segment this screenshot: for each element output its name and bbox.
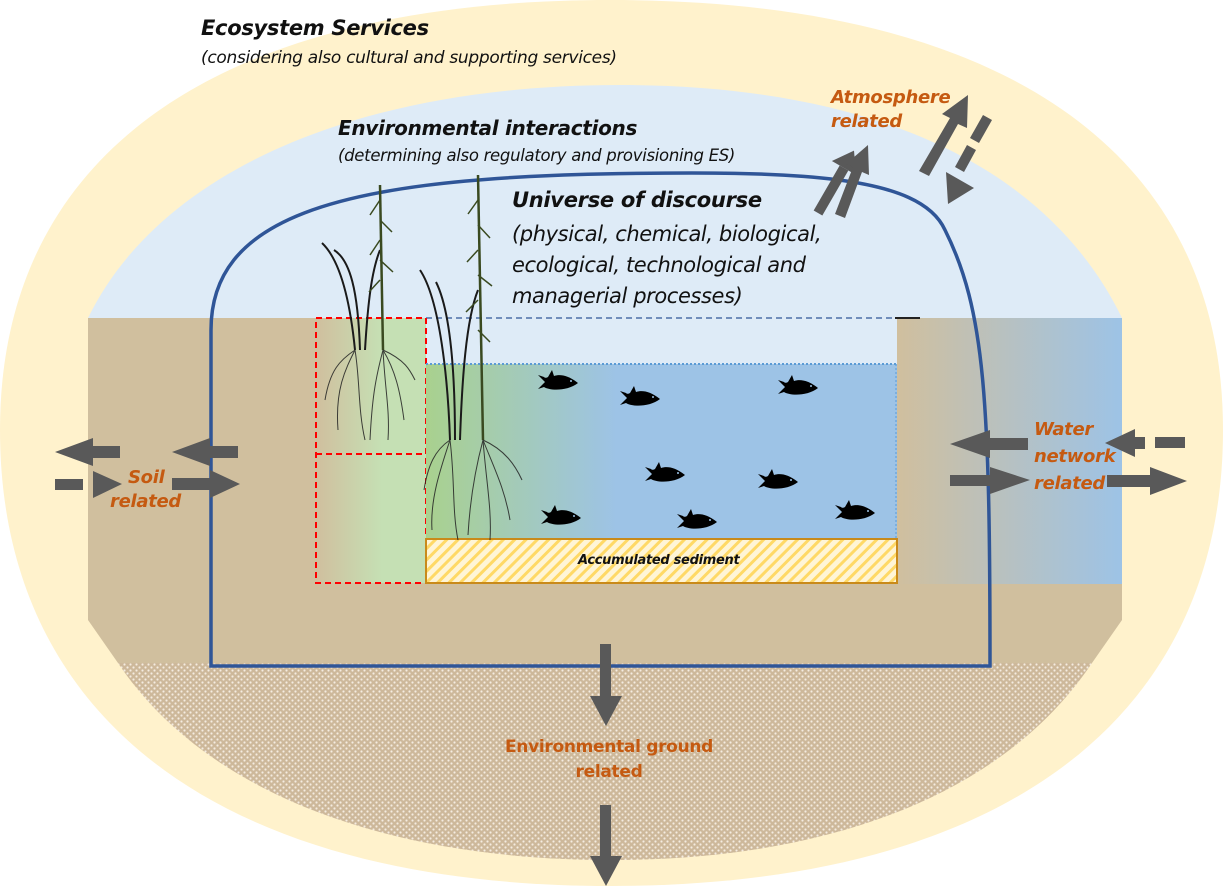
water-network-label-line-3: related [1034, 473, 1105, 494]
water-arrow-out-inner [950, 467, 1030, 494]
fish-icon [758, 469, 798, 489]
fish-icon [835, 500, 875, 520]
fish-icon [677, 509, 717, 529]
water-arrow-out-outer [1107, 467, 1187, 495]
water-arrow-in-inner [950, 430, 1028, 458]
environmental-ground-region [118, 663, 1092, 860]
pond-vegetated-zone [426, 364, 616, 539]
environmental-ground-label-line-2: related [575, 762, 643, 782]
fish-eye [810, 385, 812, 387]
fish-group [538, 370, 875, 529]
ground-arrow-down-upper [590, 644, 622, 726]
universe-of-discourse-line-3: managerial processes) [512, 284, 743, 308]
ecosystem-services-subtitle: (considering also cultural and supportin… [201, 48, 617, 68]
environmental-interactions-region [88, 85, 1122, 318]
atmosphere-label-line-2: related [831, 111, 902, 132]
soil-arrow-in-outer-head [93, 471, 122, 498]
atmosphere-arrow-up-outer [919, 95, 968, 176]
fish-icon [778, 375, 818, 395]
fish-icon [620, 386, 660, 406]
atmosphere-label-line-1: Atmosphere [831, 87, 951, 108]
arrow-group [55, 95, 1187, 886]
soil-label-line-2: related [110, 491, 181, 512]
fish-eye [652, 396, 654, 398]
atmosphere-arrow-down-outer-head [946, 172, 974, 204]
reed-plant-right [419, 174, 523, 541]
atmosphere-arrow-down-inner [813, 150, 857, 216]
accumulated-sediment-label: Accumulated sediment [578, 553, 740, 568]
universe-of-discourse-boundary [209, 171, 992, 668]
environmental-interactions-subtitle: (determining also regulatory and provisi… [338, 146, 736, 165]
fish-eye [790, 479, 792, 481]
reed-plant-left [321, 184, 416, 441]
fish-eye [867, 510, 869, 512]
water-network-label-line-1: Water [1034, 419, 1093, 440]
soil-arrow-out-outer [55, 438, 120, 466]
water-network-label-line-2: network [1034, 446, 1116, 467]
fish-eye [573, 515, 575, 517]
soil-arrow-out-inner [172, 438, 238, 466]
soil-label-line-1: Soil [128, 467, 165, 488]
subsurface-wetland [316, 318, 426, 583]
ecosystem-services-title: Ecosystem Services [201, 16, 429, 40]
fish-icon [645, 462, 685, 482]
water-arrow-in-outer [1105, 429, 1145, 457]
atmosphere-arrow-down-outer-dash2 [955, 145, 976, 172]
accumulated-sediment [425, 538, 898, 584]
universe-of-discourse-line-2: ecological, technological and [512, 253, 806, 277]
fish-eye [709, 519, 711, 521]
ground-arrow-down-lower [590, 805, 622, 886]
atmosphere-arrow-up-inner-shape [835, 145, 869, 218]
environmental-interactions-title: Environmental interactions [338, 116, 638, 140]
soil-arrow-in-outer-dash [55, 479, 83, 490]
soil-arrow-in-inner [172, 470, 240, 498]
fish-eye [677, 472, 679, 474]
universe-of-discourse-line-1: (physical, chemical, biological, [512, 222, 822, 246]
fish-icon [541, 505, 581, 525]
universe-of-discourse-title: Universe of discourse [512, 188, 762, 212]
water-network-band [897, 318, 1122, 584]
water-arrow-in-outer-dash [1155, 437, 1185, 448]
atmosphere-arrow-down-outer-dash1 [970, 115, 992, 143]
fish-icon [538, 370, 578, 390]
environmental-ground-label-line-1: Environmental ground [504, 737, 714, 757]
fish-eye [570, 380, 572, 382]
